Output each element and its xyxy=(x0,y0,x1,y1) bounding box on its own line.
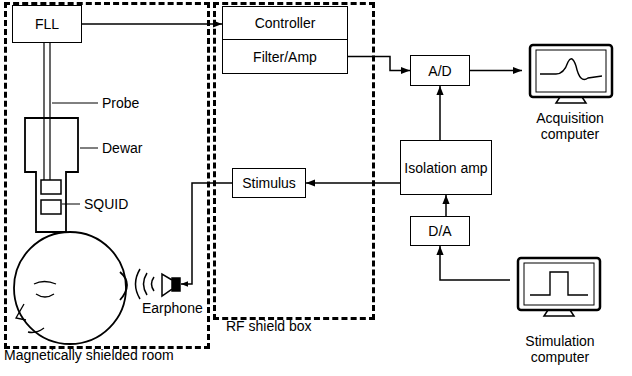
part-label: Earphone xyxy=(142,300,203,316)
box-label: Stimulus xyxy=(242,175,296,191)
squid-sensor xyxy=(41,200,61,214)
box-label: D/A xyxy=(428,223,451,239)
region-heading: Magnetically shielded room xyxy=(4,347,174,363)
computer-node: Acquisition computer xyxy=(522,42,618,142)
earphone-symbol xyxy=(136,269,181,299)
earphone-wire xyxy=(181,183,232,284)
computer-node: Stimulation computer xyxy=(510,255,610,365)
probe-rod xyxy=(44,43,50,180)
signal-arrow xyxy=(470,70,522,72)
process-box: FLL xyxy=(12,5,82,43)
signal-arrow xyxy=(348,57,410,71)
region-heading: RF shield box xyxy=(226,318,312,334)
box-label: Isolation amp xyxy=(404,160,487,176)
process-box: Controller xyxy=(222,6,348,40)
process-box: Stimulus xyxy=(232,168,306,198)
signal-arrow xyxy=(82,23,222,25)
squid-sensor xyxy=(41,180,61,194)
subject-head xyxy=(14,232,127,344)
computer-label: Acquisition computer xyxy=(522,110,618,142)
process-box: Isolation amp xyxy=(400,140,492,195)
box-label: Filter/Amp xyxy=(253,49,317,65)
box-label: FLL xyxy=(35,16,59,32)
process-box: D/A xyxy=(410,216,470,246)
box-label: A/D xyxy=(428,63,451,79)
leader-lines xyxy=(52,103,98,204)
computer-label: Stimulation computer xyxy=(510,333,610,365)
process-box: Filter/Amp xyxy=(222,39,348,74)
box-label: Controller xyxy=(255,15,316,31)
signal-arrow xyxy=(306,182,400,184)
part-label: Probe xyxy=(102,95,139,111)
shielded-room: Magnetically shielded roomFLL xyxy=(4,2,210,349)
signal-arrow xyxy=(439,86,441,140)
part-label: Dewar xyxy=(102,140,142,156)
process-box: A/D xyxy=(410,55,470,86)
signal-arrow xyxy=(445,195,447,216)
dewar-shape xyxy=(25,118,78,232)
signal-arrow xyxy=(440,246,510,280)
shield-box: RF shield boxControllerFilter/AmpStimulu… xyxy=(213,2,375,320)
monitor-icon xyxy=(530,45,612,103)
monitor-icon xyxy=(518,258,600,316)
part-label: SQUID xyxy=(84,196,128,212)
